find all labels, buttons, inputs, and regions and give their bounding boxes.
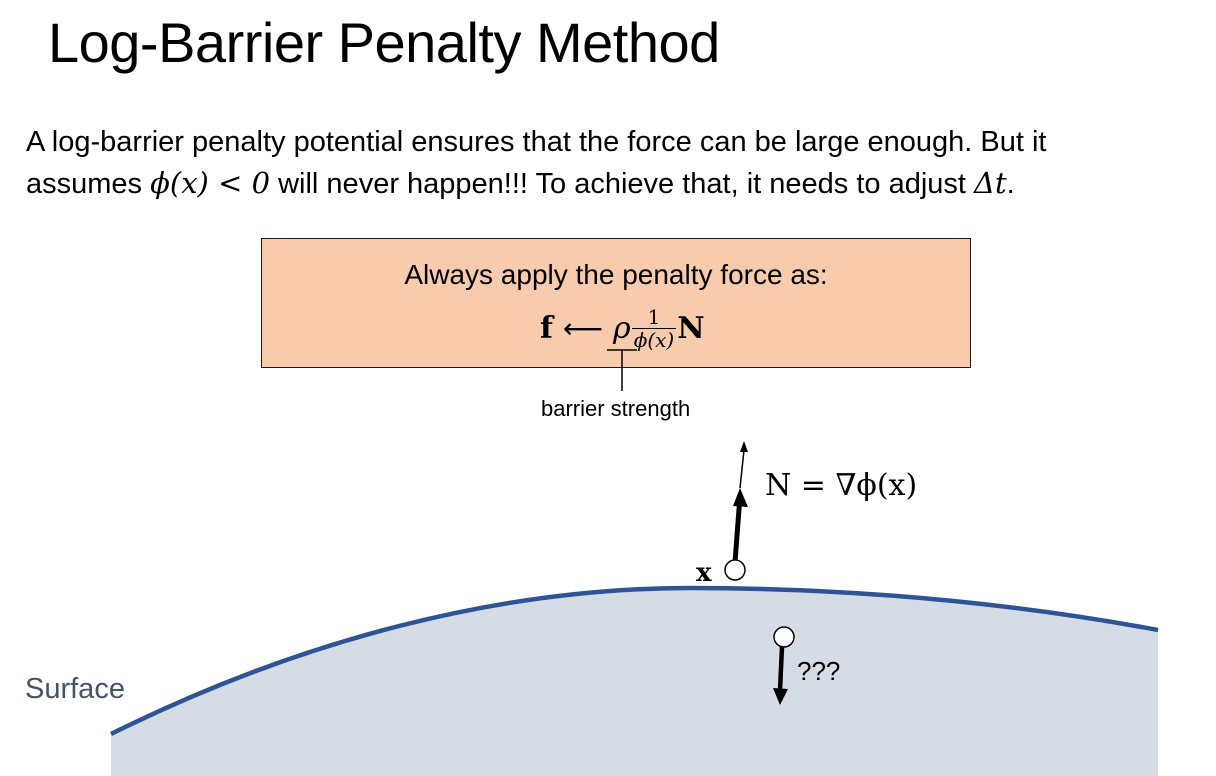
fraction-numerator: 1 (647, 304, 661, 329)
penetrated-point-circle (773, 626, 795, 648)
phi-inequality-math: ϕ(x) < 0 (150, 166, 271, 200)
delta-t-math: Δt (974, 166, 1007, 200)
point-x-circle (724, 559, 746, 581)
paragraph-line-1: A log-barrier penalty potential ensures … (26, 126, 1047, 158)
surface-region (111, 588, 1158, 776)
penalty-formula: f ⟵ ρ 1 ϕ(x) N (540, 298, 705, 358)
paragraph-line-2-mid: will never happen!!! To achieve that, it… (270, 168, 975, 200)
penalty-force-box: Always apply the penalty force as: (261, 238, 971, 368)
paragraph-line-2: assumes ϕ(x) < 0 will never happen!!! To… (26, 163, 1212, 205)
normal-vector-label: N = ∇ϕ(x) (765, 468, 918, 503)
surface-curve (109, 585, 1159, 737)
normal-arrow-upper (739, 449, 745, 489)
formula-force-f: f (540, 310, 553, 346)
surface-label: Surface (25, 673, 125, 705)
slide-title: Log-Barrier Penalty Method (48, 11, 720, 74)
question-marks-label: ??? (797, 656, 841, 686)
barrier-strength-label: barrier strength (541, 396, 691, 421)
paragraph-line-2-pre: assumes (26, 168, 151, 200)
fraction-denominator: ϕ(x) (631, 327, 677, 352)
normal-arrow-head (733, 488, 748, 507)
normal-arrow-tip (740, 441, 748, 452)
description-paragraph: A log-barrier penalty potential ensures … (26, 122, 1212, 205)
point-x-label: x (696, 558, 712, 588)
normal-arrow-lower (732, 495, 743, 563)
down-arrow-head (773, 688, 788, 705)
formula-normal-n: N (677, 310, 705, 346)
formula-fraction: 1 ϕ(x) (631, 304, 677, 352)
formula-left-arrow: ⟵ (562, 311, 604, 345)
paragraph-line-2-post: . (1006, 168, 1015, 200)
penalty-box-title: Always apply the penalty force as: (404, 259, 828, 290)
down-arrow-shaft (777, 646, 785, 691)
formula-rho: ρ (613, 310, 631, 346)
